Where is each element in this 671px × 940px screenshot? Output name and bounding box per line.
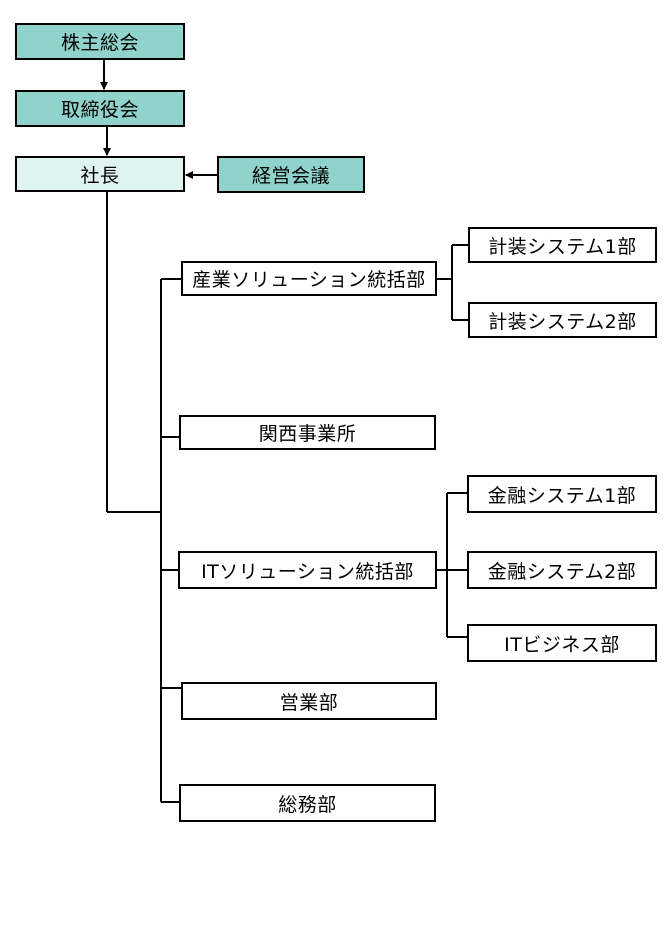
shareholders-meeting-box: 株主総会: [15, 23, 185, 60]
it-solutions-hq-box: ITソリューション統括部: [178, 551, 437, 589]
instrumentation-system-1-box: 計装システム1部: [468, 227, 657, 263]
general-affairs-box: 総務部: [179, 784, 436, 822]
finance-system-2-box: 金融システム2部: [467, 551, 657, 589]
board-of-directors-box: 取締役会: [15, 90, 185, 127]
instrumentation-system-2-box: 計装システム2部: [468, 302, 657, 338]
sales-box: 営業部: [181, 682, 437, 720]
finance-system-1-box: 金融システム1部: [467, 475, 657, 513]
management-meeting-box: 経営会議: [217, 156, 365, 193]
industrial-solutions-hq-box: 産業ソリューション統括部: [181, 261, 437, 296]
president-box: 社長: [15, 156, 185, 192]
it-business-box: ITビジネス部: [467, 624, 657, 662]
kansai-office-box: 関西事業所: [179, 415, 436, 450]
